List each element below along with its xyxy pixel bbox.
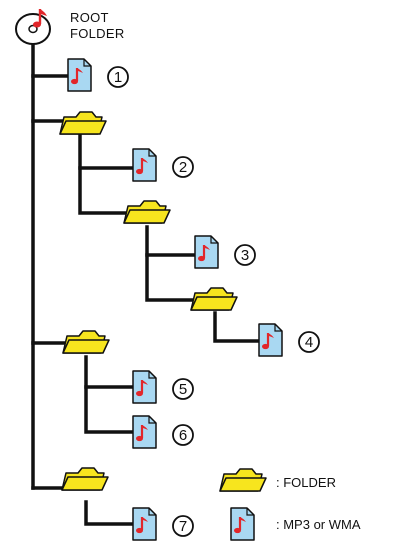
svg-text:5: 5 [179,381,187,398]
legend-music-file-icon [231,508,254,540]
file-number-5: 5 [173,379,193,399]
file-number-7: 7 [173,516,193,536]
root-label-line-2: FOLDER [70,26,125,42]
file-number-4: 4 [299,332,319,352]
root-label-line-1: ROOT [70,10,125,26]
svg-text:1: 1 [114,69,122,86]
svg-text:3: 3 [241,247,249,264]
legend-folder-icon [220,469,266,491]
root-folder-label: ROOT FOLDER [70,10,125,42]
svg-text:7: 7 [179,518,187,535]
music-file-icon-1 [68,59,91,91]
svg-text:4: 4 [305,334,313,351]
folder-icon-1 [60,112,106,134]
folder-icon-2 [124,201,170,223]
svg-text:2: 2 [179,159,187,176]
file-number-1: 1 [108,67,128,87]
folder-icon-4 [63,331,109,353]
legend-file-text: : MP3 or WMA [276,517,361,532]
file-number-2: 2 [173,157,193,177]
music-file-icon-3 [195,236,218,268]
music-file-icon-6 [133,416,156,448]
music-file-icon-5 [133,371,156,403]
music-file-icon-4 [259,324,282,356]
root-disc-icon [16,9,50,44]
legend-folder-text: : FOLDER [276,475,336,490]
music-file-icon-2 [133,149,156,181]
svg-text:6: 6 [179,427,187,444]
file-number-3: 3 [235,245,255,265]
folder-icon-5 [62,468,108,490]
folder-icon-3 [191,288,237,310]
music-file-icon-7 [133,508,156,540]
file-number-6: 6 [173,425,193,445]
